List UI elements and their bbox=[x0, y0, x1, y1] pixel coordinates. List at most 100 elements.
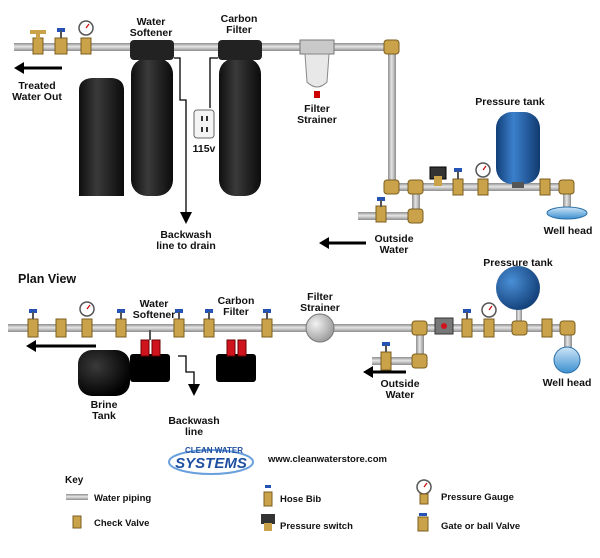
plan-softener-label-line1: Water bbox=[140, 298, 169, 310]
pipe-elbow bbox=[558, 179, 575, 195]
pressure-tank bbox=[496, 112, 540, 184]
gate-valve-icon bbox=[54, 28, 68, 55]
brand-logo: CLEAN WATER SYSTEMS bbox=[168, 446, 254, 475]
well-head-label: Well head bbox=[544, 225, 593, 237]
pipe-tee bbox=[411, 320, 428, 336]
brine-tank-label-line1: Brine bbox=[91, 399, 118, 411]
plan-pressure-tank-label: Pressure tank bbox=[483, 257, 553, 269]
pipe-elbow bbox=[383, 39, 400, 55]
pipe-elbow bbox=[407, 208, 424, 224]
pipe-tee bbox=[407, 179, 424, 195]
softener-label-line2: Softener bbox=[130, 27, 173, 39]
backwash-label-line1: Backwash bbox=[160, 229, 211, 241]
flow-arrow bbox=[363, 366, 373, 378]
power-cord bbox=[209, 57, 218, 108]
plan-view-title: Plan View bbox=[18, 272, 76, 286]
carbon-label-line1: Carbon bbox=[221, 13, 258, 25]
treated-water-label-line1: Treated bbox=[18, 80, 55, 92]
plan-view: Plan View bbox=[8, 257, 591, 438]
hose-bib-icon bbox=[263, 485, 273, 507]
pipe-tee bbox=[511, 320, 528, 336]
pressure-tank-label: Pressure tank bbox=[475, 96, 545, 108]
backwash-label-line2: line to drain bbox=[156, 240, 216, 252]
carbon-valve bbox=[237, 339, 247, 357]
strainer-drain bbox=[314, 91, 320, 98]
flow-arrow bbox=[26, 340, 36, 352]
legend-key: Key Water piping Check Valve Hose Bib Pr… bbox=[65, 475, 520, 532]
carbon-filter-tank bbox=[216, 354, 256, 382]
water-pipe bbox=[563, 187, 571, 211]
key-title: Key bbox=[65, 475, 84, 486]
key-pressure-gauge: Pressure Gauge bbox=[441, 492, 514, 503]
plan-softener-label-line2: Softener bbox=[133, 309, 176, 321]
brine-tank-label-line2: Tank bbox=[92, 410, 116, 422]
water-pipe bbox=[516, 303, 522, 327]
gate-valve-icon bbox=[203, 309, 215, 338]
well-head bbox=[546, 206, 588, 220]
pipe-elbow bbox=[559, 320, 576, 336]
strainer-bowl bbox=[304, 53, 330, 88]
brand-line1: CLEAN WATER bbox=[185, 446, 243, 455]
pressure-switch-icon bbox=[261, 514, 275, 524]
key-hose-bib: Hose Bib bbox=[280, 494, 321, 505]
flow-arrow bbox=[14, 62, 24, 74]
plan-carbon-label-line2: Filter bbox=[223, 306, 249, 318]
plan-strainer-label-line1: Filter bbox=[307, 291, 333, 303]
outside-water-label-line1: Outside bbox=[374, 233, 413, 245]
brand-line2: SYSTEMS bbox=[175, 455, 247, 472]
water-pipe bbox=[412, 187, 420, 217]
well-head bbox=[553, 346, 581, 374]
water-pipe bbox=[388, 47, 396, 187]
plan-backwash-label-line1: Backwash bbox=[168, 415, 219, 427]
key-gate-valve: Gate or ball Valve bbox=[441, 521, 520, 532]
pressure-gauge-icon bbox=[481, 302, 497, 338]
water-piping-swatch bbox=[66, 494, 88, 500]
pressure-tank bbox=[496, 266, 540, 310]
key-water-piping: Water piping bbox=[94, 493, 151, 504]
water-pipe bbox=[8, 324, 568, 332]
key-check-valve: Check Valve bbox=[94, 518, 149, 529]
carbon-filter-tank bbox=[219, 58, 261, 196]
drain-line bbox=[178, 355, 195, 384]
plan-outside-water-label-line1: Outside bbox=[380, 378, 419, 390]
plan-well-head-label: Well head bbox=[543, 377, 592, 389]
pressure-gauge-icon bbox=[416, 479, 432, 505]
carbon-label-line2: Filter bbox=[226, 24, 252, 36]
hose-bib-icon bbox=[380, 342, 392, 371]
elevation-view: Treated Water Out Water Softener Carbon … bbox=[12, 13, 592, 256]
carbon-valve-head bbox=[218, 40, 262, 60]
carbon-valve bbox=[226, 339, 236, 357]
water-softener-tank bbox=[131, 58, 173, 196]
water-pipe bbox=[358, 212, 420, 220]
pressure-gauge-icon bbox=[475, 162, 491, 196]
check-valve-icon bbox=[539, 178, 551, 196]
electrical-outlet bbox=[193, 109, 215, 139]
voltage-label: 115v bbox=[193, 143, 216, 155]
drain-line bbox=[174, 57, 187, 212]
gate-valve-icon bbox=[115, 309, 127, 338]
drain-arrow bbox=[188, 384, 200, 396]
softener-valve bbox=[151, 339, 161, 357]
check-valve-icon bbox=[55, 318, 67, 338]
strainer-label-line2: Strainer bbox=[297, 114, 337, 126]
plan-backwash-label-line2: line bbox=[185, 426, 203, 438]
gate-valve-icon bbox=[261, 309, 273, 338]
softener-valve bbox=[140, 339, 150, 357]
gate-valve-icon bbox=[417, 513, 429, 532]
key-pressure-switch: Pressure switch bbox=[280, 521, 353, 532]
pipe-elbow bbox=[411, 353, 428, 369]
gate-valve-icon bbox=[173, 309, 185, 338]
brand-url: www.cleanwaterstore.com bbox=[267, 454, 387, 465]
softener-label-line1: Water bbox=[137, 16, 166, 28]
check-valve-icon bbox=[541, 318, 553, 338]
filter-strainer bbox=[305, 313, 335, 343]
pipe-elbow bbox=[383, 179, 400, 195]
outside-water-label-line2: Water bbox=[380, 244, 409, 256]
brine-tank bbox=[78, 350, 130, 396]
pressure-gauge-icon bbox=[78, 20, 94, 55]
hose-bib-icon bbox=[30, 30, 46, 55]
plan-strainer-label-line2: Strainer bbox=[300, 302, 340, 314]
water-pipe bbox=[372, 357, 424, 365]
drain-arrow bbox=[180, 212, 192, 224]
